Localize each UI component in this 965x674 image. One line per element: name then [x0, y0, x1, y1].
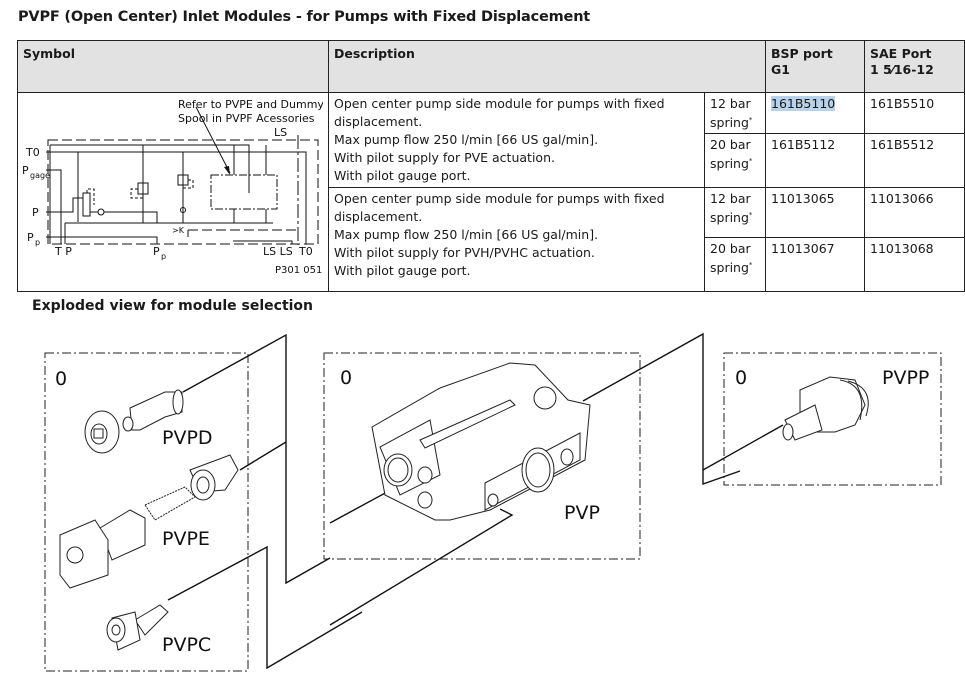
- schematic-note-line2: Spool in PVPF Acessories: [178, 112, 315, 125]
- header-bsp-line1: BSP port: [771, 46, 833, 61]
- group-box-accessories: [44, 352, 249, 672]
- pvp-body: [371, 362, 591, 521]
- port-pgage-sub: gage: [30, 171, 50, 180]
- port-ls-bottom: LS LS: [263, 245, 293, 258]
- port-p: P: [32, 206, 39, 219]
- part-label-pvpc: PVPC: [162, 634, 211, 656]
- sae-part-number[interactable]: 11013068: [864, 237, 965, 292]
- port-pp-bottom: P: [153, 245, 160, 258]
- port-pgage: P: [23, 164, 29, 177]
- bsp-part-number[interactable]: 161B5110: [765, 91, 865, 135]
- schematic-note-line1: Refer to PVPE and Dummy: [178, 98, 323, 111]
- header-bsp-line2: G1: [771, 62, 790, 77]
- desc-line: With pilot supply for PVH/PVHC actuation…: [334, 245, 595, 261]
- description-group-2: Open center pump side module for pumps w…: [328, 187, 705, 292]
- group-index: 0: [735, 367, 747, 389]
- group-box-pvp: [323, 352, 641, 560]
- group-box-pvpp: [723, 352, 942, 486]
- sae-part-number[interactable]: 161B5510: [864, 91, 965, 135]
- symbol-cell: Refer to PVPE and Dummy Spool in PVPF Ac…: [17, 92, 329, 292]
- group-index: 0: [340, 367, 352, 389]
- port-t0-bottom: T0: [298, 245, 313, 258]
- port-tp-bottom: T P: [54, 245, 72, 258]
- bsp-part-number[interactable]: 161B5112: [765, 133, 865, 189]
- port-ls-top: LS: [274, 126, 287, 139]
- note-leader: [195, 106, 231, 174]
- header-sae-line1: SAE Port: [870, 46, 932, 61]
- module-boundary: [47, 139, 319, 245]
- table-row: Open center pump side module for pumps w…: [18, 187, 965, 292]
- svg-text:>K: >K: [172, 226, 185, 235]
- group-index: 0: [55, 368, 67, 390]
- part-label-pvpd: PVPD: [162, 427, 213, 449]
- shuttle-valve: [180, 207, 186, 213]
- section-title: Exploded view for module selection: [32, 298, 314, 314]
- port-pp-left: P: [27, 231, 34, 244]
- port-t0-left: T0: [25, 146, 40, 159]
- part-label-pvp: PVP: [564, 502, 600, 524]
- pvpd-part: [84, 389, 184, 454]
- upper-line: [50, 144, 250, 193]
- pvpe-placeholder: [210, 174, 278, 210]
- pgage-line: [46, 169, 62, 244]
- part-label-pvpp: PVPP: [882, 367, 929, 389]
- desc-line: Max pump flow 250 l/min [66 US gal/min].: [334, 132, 599, 147]
- port-pp-left-sub: p: [35, 238, 40, 247]
- header-sae-line2: 1 5⁄16-12: [870, 62, 934, 77]
- connector-lines: [167, 332, 784, 670]
- part-label-pvpe: PVPE: [162, 528, 210, 550]
- desc-line: Max pump flow 250 l/min [66 US gal/min].: [334, 227, 599, 243]
- bsp-part-number[interactable]: 11013067: [765, 237, 865, 292]
- selected-text[interactable]: 161B5110: [771, 96, 836, 111]
- sae-part-number[interactable]: 11013066: [864, 187, 965, 238]
- figure-id: P301 051: [275, 265, 322, 276]
- header-description: Description: [328, 40, 766, 93]
- description-group-1: Open center pump side module for pumps w…: [328, 91, 705, 189]
- hydraulic-schematic: Refer to PVPE and Dummy Spool in PVPF Ac…: [23, 98, 323, 276]
- desc-line: Open center pump side module for pumps w…: [334, 96, 665, 129]
- pp-line: [46, 236, 158, 244]
- desc-line: Open center pump side module for pumps w…: [334, 191, 665, 225]
- pvpp-part: [782, 376, 869, 441]
- bsp-part-number[interactable]: 11013065: [765, 187, 865, 238]
- table-row: Refer to PVPE and Dummy Spool in PVPF Ac…: [17, 91, 965, 292]
- desc-line: With pilot gauge port.: [334, 168, 471, 183]
- sae-part-number[interactable]: 161B5512: [864, 133, 965, 189]
- page-title: PVPF (Open Center) Inlet Modules - for P…: [18, 9, 591, 25]
- t0-line: [46, 151, 307, 244]
- pvpe-part: [59, 454, 239, 589]
- pvpc-part: [106, 604, 169, 651]
- port-pp-bottom-sub: p: [161, 252, 166, 261]
- desc-line: With pilot gauge port.: [334, 263, 471, 279]
- header-symbol: Symbol: [17, 40, 329, 93]
- desc-line: With pilot supply for PVE actuation.: [334, 150, 555, 165]
